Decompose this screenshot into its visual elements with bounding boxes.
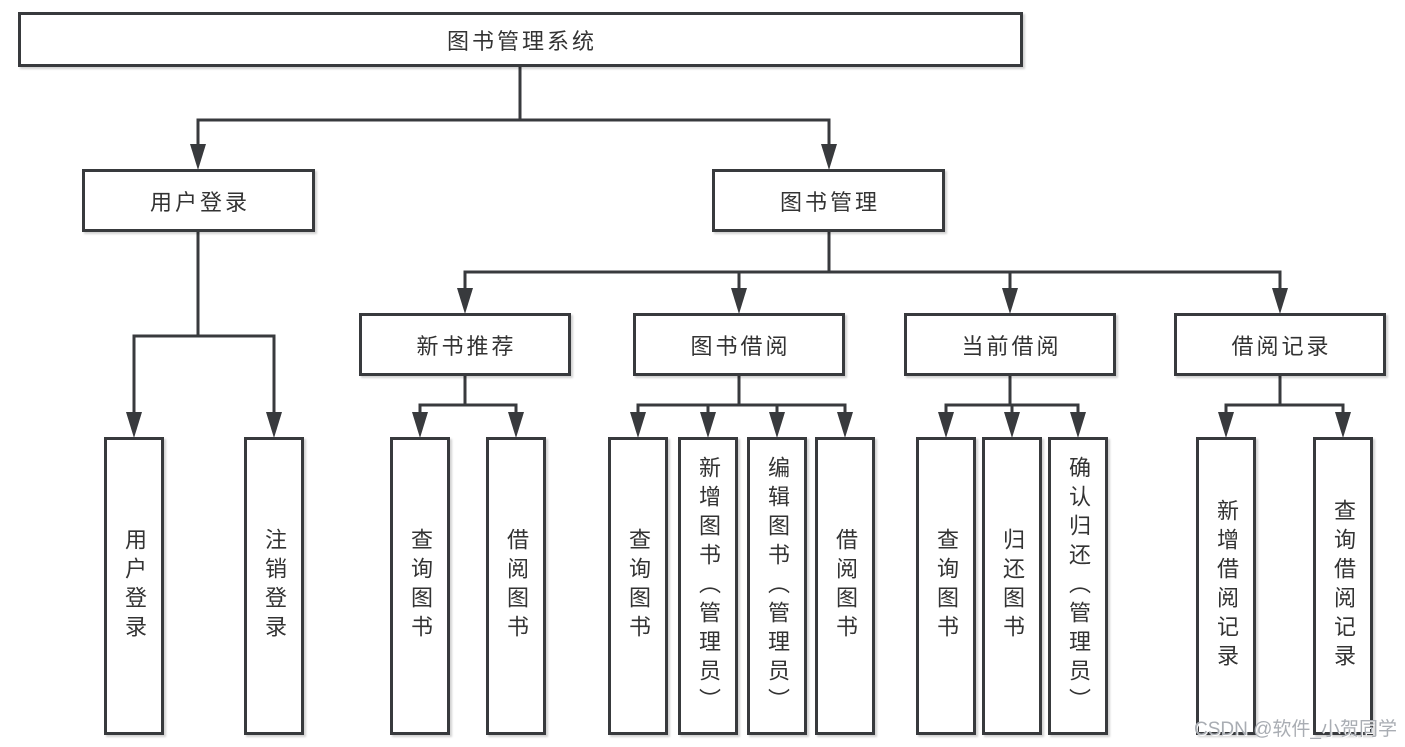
node-label: 确认归还（管理员） — [1066, 455, 1091, 717]
connector — [463, 270, 1282, 292]
leaf-query-books-borrow: 查询图书 — [608, 437, 668, 735]
leaf-add-book-admin: 新增图书（管理员） — [678, 437, 738, 735]
leaf-edit-book-admin: 编辑图书（管理员） — [747, 437, 807, 735]
connector — [132, 334, 276, 416]
connector — [1224, 403, 1345, 416]
arrowhead — [1335, 412, 1351, 438]
node-label: 新增图书（管理员） — [696, 455, 721, 717]
node-label: 图书管理系统 — [446, 28, 597, 54]
arrowhead — [190, 144, 206, 170]
watermark: CSDN @软件_小贺同学 — [1194, 719, 1397, 740]
leaf-query-books-current: 查询图书 — [916, 437, 976, 735]
node-book-borrow: 图书借阅 — [633, 313, 845, 376]
node-label: 用户登录 — [122, 528, 147, 644]
leaf-add-borrow-record: 新增借阅记录 — [1196, 437, 1256, 735]
node-label: 查询图书 — [408, 528, 433, 644]
node-label: 查询借阅记录 — [1331, 499, 1356, 673]
arrowhead — [1004, 412, 1020, 438]
leaf-user-login: 用户登录 — [104, 437, 164, 735]
arrowhead — [1070, 412, 1086, 438]
leaf-query-borrow-record: 查询借阅记录 — [1313, 437, 1373, 735]
node-label: 查询图书 — [934, 528, 959, 644]
node-label: 查询图书 — [626, 528, 651, 644]
leaf-confirm-return-admin: 确认归还（管理员） — [1048, 437, 1108, 735]
node-user-login: 用户登录 — [82, 169, 315, 232]
node-current-borrow: 当前借阅 — [904, 313, 1116, 376]
arrowhead — [821, 144, 837, 170]
arrowhead — [731, 288, 747, 314]
node-new-book-recommend: 新书推荐 — [359, 313, 571, 376]
arrowhead — [266, 412, 282, 438]
arrowhead — [700, 412, 716, 438]
node-book-management: 图书管理 — [712, 169, 945, 232]
node-label: 图书借阅 — [690, 333, 791, 359]
arrowhead — [457, 288, 473, 314]
connector — [636, 403, 847, 416]
node-label: 借阅图书 — [504, 528, 529, 644]
arrowhead — [412, 412, 428, 438]
node-label: 当前借阅 — [961, 333, 1062, 359]
leaf-borrow-books-recommend: 借阅图书 — [486, 437, 546, 735]
arrowhead — [1218, 412, 1234, 438]
arrowhead — [837, 412, 853, 438]
leaf-logout: 注销登录 — [244, 437, 304, 735]
node-label: 图书管理 — [779, 189, 880, 215]
connector — [196, 118, 831, 150]
node-label: 借阅图书 — [833, 528, 858, 644]
node-library-management-system: 图书管理系统 — [18, 12, 1023, 67]
node-label: 新增借阅记录 — [1214, 499, 1239, 673]
arrowhead — [769, 412, 785, 438]
arrowhead — [1272, 288, 1288, 314]
arrowhead — [126, 412, 142, 438]
node-label: 注销登录 — [262, 528, 287, 644]
node-label: 归还图书 — [1000, 528, 1025, 644]
arrowhead — [1002, 288, 1018, 314]
node-label: 用户登录 — [149, 189, 250, 215]
arrowhead — [630, 412, 646, 438]
node-label: 新书推荐 — [416, 333, 517, 359]
node-borrow-records: 借阅记录 — [1174, 313, 1386, 376]
arrowhead — [938, 412, 954, 438]
leaf-query-books-recommend: 查询图书 — [390, 437, 450, 735]
arrowhead — [508, 412, 524, 438]
leaf-borrow-books-borrow: 借阅图书 — [815, 437, 875, 735]
node-label: 借阅记录 — [1231, 333, 1332, 359]
connector — [418, 403, 518, 416]
leaf-return-book: 归还图书 — [982, 437, 1042, 735]
node-label: 编辑图书（管理员） — [765, 455, 790, 717]
